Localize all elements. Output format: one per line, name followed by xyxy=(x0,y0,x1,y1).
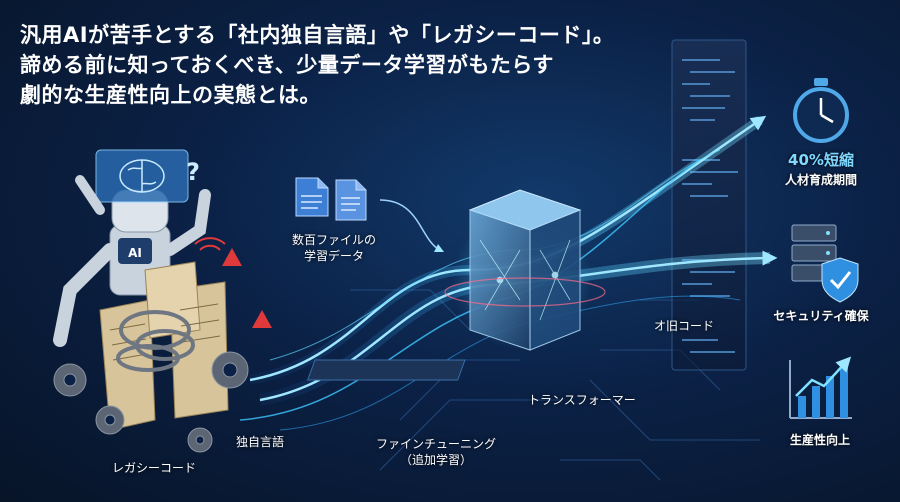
scroll-icon xyxy=(99,261,229,431)
headline-line-3: 劇的な生産性向上の実態とは。 xyxy=(20,83,321,107)
stopwatch-icon xyxy=(793,78,849,143)
tangled-wire-icon xyxy=(116,310,195,372)
time-reduction-value: 40%短縮 xyxy=(788,151,854,169)
legacy-code-label: レガシーコード xyxy=(112,461,197,475)
security-label: セキュリティ確保 xyxy=(773,309,869,323)
productivity-label: 生産性向上 xyxy=(789,433,850,447)
gear-icon xyxy=(53,351,249,453)
training-data-label: 数百ファイルの 学習データ xyxy=(292,233,377,263)
code-panel xyxy=(671,39,747,371)
headline: 汎用AIが苦手とする「社内独自言語」や「レガシーコード」。 諦める前に知っておく… xyxy=(20,20,615,110)
robot-icon xyxy=(53,149,211,347)
chip-cube-icon xyxy=(307,189,606,381)
training-period-label: 人材育成期間 xyxy=(784,173,857,187)
wifi-signal-icon xyxy=(194,237,226,251)
data-arrow xyxy=(379,199,445,253)
finetuning-label: ファインチューニング （追加学習） xyxy=(376,437,497,467)
old-code-label: オ旧コード xyxy=(654,319,715,333)
shield-check-icon xyxy=(821,257,859,303)
robot-ai-label: AI xyxy=(128,246,142,260)
warning-icon xyxy=(222,248,272,328)
proprietary-language-label: 独自言語 xyxy=(236,435,285,449)
headline-line-2: 諦める前に知っておくべき、少量データ学習がもたらす xyxy=(20,53,554,77)
headline-line-1: 汎用AIが苦手とする「社内独自言語」や「レガシーコード」。 xyxy=(20,23,615,47)
document-icon xyxy=(295,177,367,221)
growth-chart-icon xyxy=(789,356,852,419)
brain-screen-icon xyxy=(119,159,165,193)
transformer-label: トランスフォーマー xyxy=(528,393,636,407)
question-mark-icon: ? xyxy=(186,158,200,186)
